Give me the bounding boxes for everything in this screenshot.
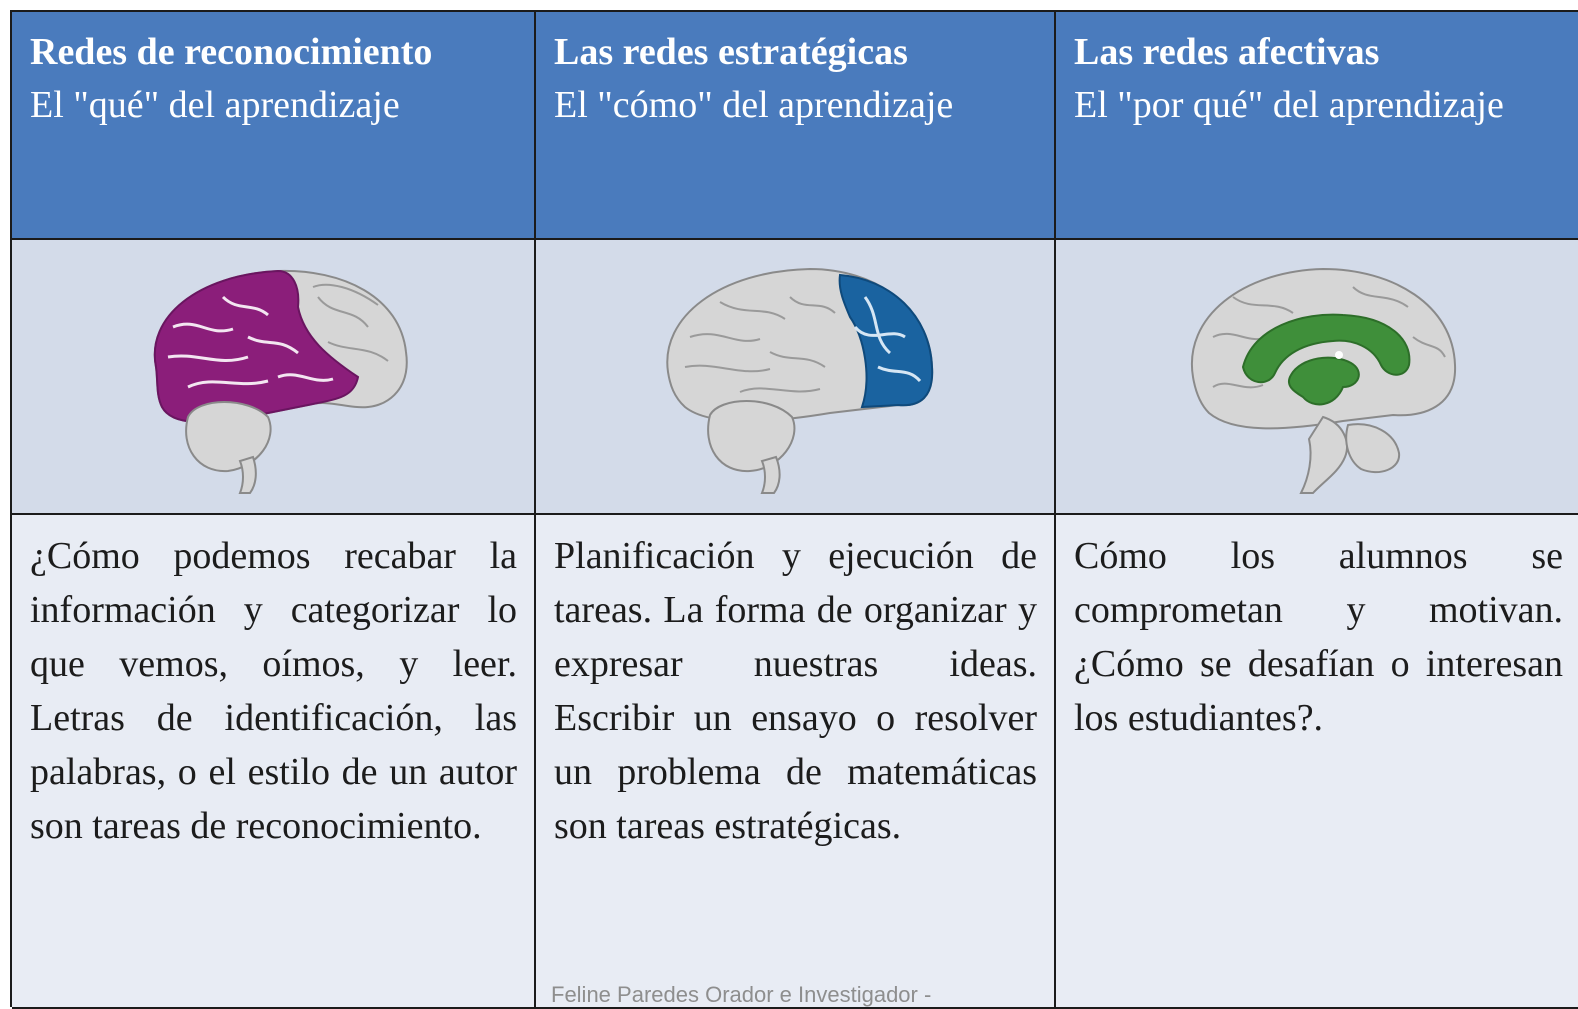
- header-recognition: Redes de reconocimiento El "qué" del apr…: [12, 12, 536, 240]
- header-strategic-title: Las redes estratégicas: [554, 31, 908, 73]
- body-recognition: ¿Cómo podemos recabar la información y c…: [12, 515, 536, 1009]
- footer-credit: Feline Paredes Orador e Investigador -: [551, 982, 932, 1007]
- image-cell-recognition: [12, 240, 536, 515]
- brain-medial-icon: [1190, 267, 1457, 494]
- header-affective-title: Las redes afectivas: [1074, 31, 1380, 73]
- image-cell-strategic: [536, 240, 1056, 515]
- brain-lateral-icon: [153, 269, 408, 494]
- body-affective: Cómo los alumnos se comprometan y motiva…: [1056, 515, 1578, 1009]
- header-strategic: Las redes estratégicas El "cómo" del apr…: [536, 12, 1056, 240]
- header-recognition-subtitle: El "qué" del aprendizaje: [30, 84, 400, 126]
- header-affective: Las redes afectivas El "por qué" del apr…: [1056, 12, 1578, 240]
- body-strategic: Planificación y ejecución de tareas. La …: [536, 515, 1056, 1009]
- udl-networks-table: Redes de reconocimiento El "qué" del apr…: [10, 10, 1578, 1009]
- header-strategic-subtitle: El "cómo" del aprendizaje: [554, 84, 954, 126]
- image-cell-affective: [1056, 240, 1578, 515]
- header-affective-subtitle: El "por qué" del aprendizaje: [1074, 84, 1504, 126]
- brain-lateral-icon: [666, 267, 934, 494]
- header-recognition-title: Redes de reconocimiento: [30, 31, 433, 73]
